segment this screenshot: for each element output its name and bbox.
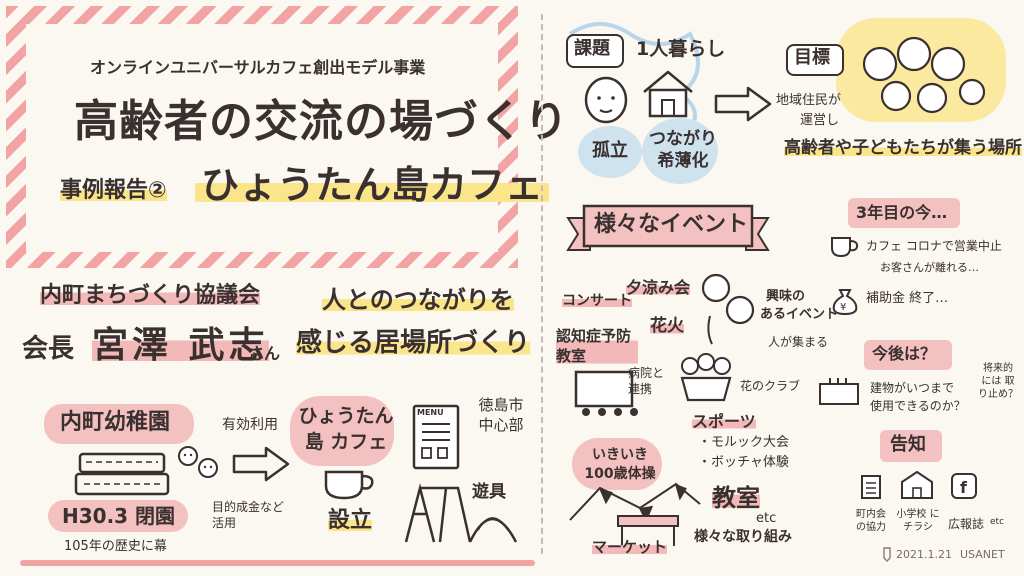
event-etc: etc <box>756 511 777 526</box>
section-divider <box>541 14 543 554</box>
squiggle-decoration <box>568 22 700 141</box>
weak-ties-blob <box>642 118 718 184</box>
flower-pot-icon <box>680 353 732 402</box>
project-name: オンラインユニバーサルカフェ創出モデル事業 <box>90 58 426 77</box>
exercise-blob <box>572 438 662 490</box>
kindergarten-building-icon <box>74 452 170 496</box>
now-customers-leave: お客さんが離れる… <box>880 261 979 274</box>
elderly-face-icon <box>584 76 628 124</box>
kindergarten-label: 内町幼稚園 <box>60 410 171 435</box>
house-icon <box>643 70 693 118</box>
document-icon <box>861 475 881 499</box>
event-hospital: 病院と 連携 <box>628 366 665 396</box>
event-exercise: いきいき 100歳体操 <box>584 447 656 482</box>
event-efforts: 様々な取り組み <box>694 529 792 545</box>
menu-label: MENU <box>417 408 444 417</box>
arrow-right-icon-2 <box>714 86 772 122</box>
future-title: 今後は？ <box>872 344 937 363</box>
event-boccia: ・ボッチャ体験 <box>698 455 789 470</box>
slogan-line2: 感じる居場所づくり <box>296 328 531 358</box>
isolation-label: 孤立 <box>592 140 628 161</box>
event-dementia: 認知症予防 教室 <box>556 326 638 367</box>
now-subsidy-end: 補助金 終了… <box>866 291 949 306</box>
events-banner-ribbon <box>566 204 770 251</box>
notice-pr-line1: 広報誌 <box>948 517 985 531</box>
now-title-blob <box>848 198 960 228</box>
event-sports: スポーツ <box>692 412 756 431</box>
future-q: 将来的 には 取り止め？ <box>978 363 1018 400</box>
event-interest-line1: 興味の <box>766 289 806 304</box>
living-alone-label: 1人暮らし <box>636 38 726 60</box>
use-label: 有効利用 <box>222 417 278 433</box>
event-fireworks: 花火 <box>650 316 684 336</box>
now-cafe-closed: カフェ コロナで営業中止 <box>866 239 1002 253</box>
subsidy-label: 目的成金など 活用 <box>212 500 285 530</box>
cafe-name-title: ひょうたん島カフェ <box>195 166 550 204</box>
speaker-name: 宮澤 武志 <box>92 325 269 366</box>
goal-bubble <box>786 44 844 76</box>
school-icon <box>901 470 933 499</box>
future-title-blob <box>864 340 952 370</box>
classroom-board-icon <box>574 370 638 416</box>
notice-title-blob <box>880 430 942 462</box>
children-icon <box>178 446 218 478</box>
event-market: マーケット <box>592 538 668 556</box>
pencil-icon <box>883 547 891 562</box>
speaker-role: 会長 <box>22 334 75 364</box>
title-frame-inner <box>26 24 498 252</box>
cafe-bubble-label: ひょうたん島 カフェ <box>298 405 394 453</box>
future-building-q-line1: 建物がいつまで <box>870 381 955 395</box>
issue-label: 課題 <box>574 38 610 59</box>
event-concert: コンサート <box>562 293 632 309</box>
notice-school-flyer: 小学校 にチラシ <box>896 509 940 533</box>
goal-label: 目標 <box>794 47 830 68</box>
menu-board-icon <box>412 404 460 470</box>
coffee-cup-icon <box>324 470 374 500</box>
event-classroom: 教室 <box>712 484 760 512</box>
goal-desc-line1: 地域住民が <box>776 93 842 108</box>
now-title: 3年目の今… <box>856 203 948 222</box>
closed-blob <box>48 500 188 532</box>
arrow-right-icon <box>232 446 290 482</box>
weak-ties-label: つながり 希薄化 <box>649 129 717 172</box>
slogan-line1: 人とのつながりを <box>322 286 514 314</box>
issue-bubble <box>566 34 624 68</box>
events-banner: 様々なイベント <box>594 212 749 237</box>
history-label: 105年の歴史に幕 <box>64 539 167 554</box>
cafe-blob <box>290 396 394 466</box>
goal-desc-line3: 高齢者や子どもたちが集う場所 <box>784 138 1022 158</box>
money-bag-icon: ¥ <box>832 289 858 316</box>
goal-desc-line2: 運営し <box>800 113 840 128</box>
svg-text:¥: ¥ <box>840 302 846 313</box>
speaker-honorific: さん <box>248 344 281 363</box>
isolation-blob <box>578 126 642 178</box>
future-building-q-line2: 使用できるのか？ <box>870 399 966 413</box>
bottom-bar <box>20 560 535 566</box>
notice-pr-line2: etc <box>990 517 1005 527</box>
event-evening: 夕涼み会 <box>626 278 691 297</box>
established-label: 設立 <box>328 508 373 533</box>
event-people-icon <box>701 273 755 345</box>
playground-label: 遊具 <box>472 482 506 502</box>
event-molkky: ・モルック大会 <box>698 435 790 450</box>
main-title: 高齢者の交流の場づくり <box>74 96 569 147</box>
footer-credit: USANET <box>960 548 1005 561</box>
svg-text:f: f <box>960 478 968 497</box>
playground-icon <box>404 483 518 543</box>
closed-label: H30.3 閉園 <box>62 504 176 528</box>
event-flower-club: 花のクラブ <box>740 379 801 393</box>
notice-town-assoc: 町内会 の協力 <box>856 509 886 533</box>
notice-title: 告知 <box>890 434 926 455</box>
event-interest-line2: あるイベント <box>760 307 839 322</box>
speaker-org: 内町まちづくり協議会 <box>40 283 261 308</box>
kindergarten-blob <box>44 404 194 444</box>
event-people-gather: 人が集まる <box>768 335 829 349</box>
case-label: 事例報告② <box>60 178 167 203</box>
cup-icon <box>831 237 859 258</box>
footer-date: 2021.1.21 <box>896 548 952 561</box>
building-icon <box>819 378 859 405</box>
people-group-icon <box>862 36 986 114</box>
location-label: 徳島市 中心部 <box>478 396 524 434</box>
facebook-icon: f <box>951 473 977 499</box>
